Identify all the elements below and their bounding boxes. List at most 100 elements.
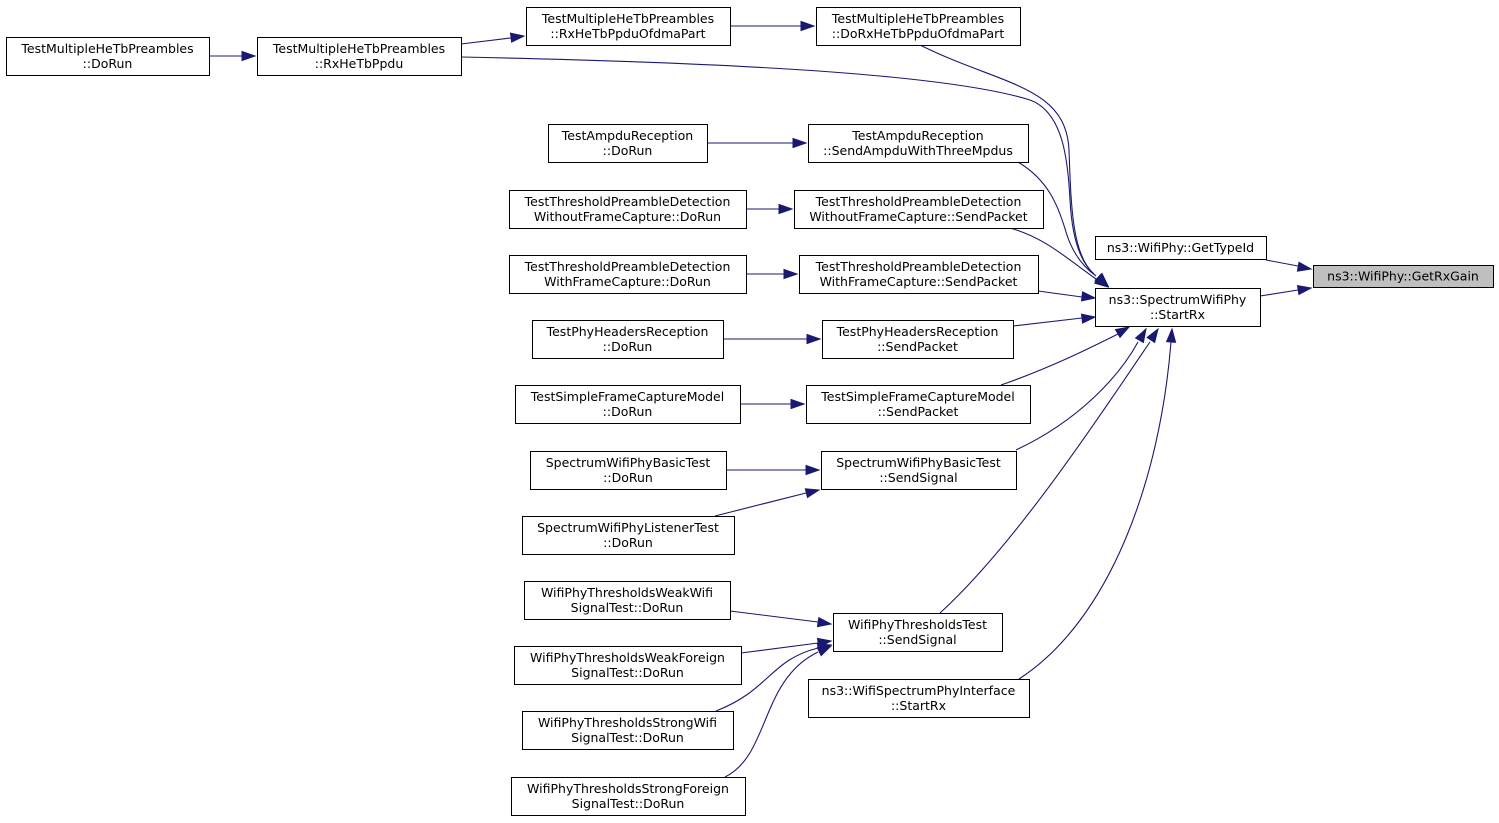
node-label-line: WithoutFrameCapture::SendPacket	[809, 209, 1027, 224]
node-box	[821, 451, 1017, 490]
edge-tpd-wo-dorun-to-tpd-wo-send	[746, 203, 794, 215]
node-label-line: TestAmpduReception	[851, 128, 983, 143]
node-box	[808, 679, 1030, 718]
edge-mh-rxhetbppdu-to-startrx	[460, 56, 1110, 288]
node-mh-dorun[interactable]: TestMultipleHeTbPreambles::DoRun	[6, 37, 210, 76]
node-label-line: ::DoRxHeTbPpduOfdmaPart	[832, 26, 1005, 41]
node-label-line: ::RxHeTbPpduOfdmaPart	[550, 26, 705, 41]
edge-mh-dorxofdma-to-startrx	[919, 44, 1110, 288]
edge-startrx-to-getrxgain	[1259, 284, 1313, 297]
node-label-line: WithoutFrameCapture::DoRun	[534, 209, 721, 224]
edge-line	[1012, 317, 1083, 327]
node-box	[794, 190, 1044, 229]
node-label-line: WifiPhyThresholdsTest	[848, 617, 987, 632]
node-wspi-startrx[interactable]: ns3::WifiSpectrumPhyInterface::StartRx	[808, 679, 1030, 718]
node-swb-send[interactable]: SpectrumWifiPhyBasicTest::SendSignal	[821, 451, 1017, 490]
node-sfc-dorun[interactable]: TestSimpleFrameCaptureModel::DoRun	[515, 385, 741, 424]
edge-line	[1015, 341, 1139, 451]
node-box	[514, 646, 742, 685]
node-box	[6, 37, 210, 76]
node-box	[822, 320, 1014, 359]
node-label-line: ::SendAmpduWithThreeMpdus	[823, 143, 1013, 158]
edge-line	[939, 341, 1151, 614]
node-tpd-wo-dorun[interactable]: TestThresholdPreambleDetectionWithoutFra…	[509, 190, 747, 229]
node-tpd-wo-send[interactable]: TestThresholdPreambleDetectionWithoutFra…	[794, 190, 1044, 229]
arrow-head	[1080, 313, 1097, 324]
node-label-line: ::DoRun	[603, 143, 653, 158]
node-label-line: SignalTest::DoRun	[571, 600, 684, 615]
edge-phr-dorun-to-phr-send	[723, 333, 822, 345]
node-box	[257, 37, 462, 76]
node-label-line: TestMultipleHeTbPreambles	[272, 41, 445, 56]
node-phr-send[interactable]: TestPhyHeadersReception::SendPacket	[822, 320, 1014, 359]
node-startrx[interactable]: ns3::SpectrumWifiPhy::StartRx	[1095, 288, 1261, 327]
node-label-line: SignalTest::DoRun	[571, 665, 684, 680]
node-label-line: WithFrameCapture::SendPacket	[820, 274, 1018, 289]
node-ampdu-send[interactable]: TestAmpduReception::SendAmpduWithThreeMp…	[808, 124, 1029, 163]
arrow-head	[241, 50, 257, 62]
node-wt-weakwifi[interactable]: WifiPhyThresholdsWeakWifiSignalTest::DoR…	[524, 581, 731, 620]
node-tpd-w-send[interactable]: TestThresholdPreambleDetectionWithFrameC…	[799, 255, 1039, 294]
node-mh-rxhetbppdu[interactable]: TestMultipleHeTbPreambles::RxHeTbPpdu	[257, 37, 462, 76]
edge-line	[1000, 333, 1119, 386]
node-label-line: TestThresholdPreambleDetection	[524, 259, 731, 274]
edge-line	[460, 37, 512, 45]
edge-line	[919, 44, 1095, 275]
node-wt-weakforeign[interactable]: WifiPhyThresholdsWeakForeignSignalTest::…	[514, 646, 742, 685]
arrow-head	[790, 398, 806, 410]
edge-tpd-wo-send-to-startrx	[1009, 227, 1110, 288]
edge-mh-dorun-to-mh-rxhetbppdu	[209, 50, 257, 62]
node-box	[522, 516, 735, 555]
edge-mh-rxofdma-to-mh-dorxofdma	[730, 20, 816, 32]
node-tpd-w-dorun[interactable]: TestThresholdPreambleDetectionWithFrameC…	[509, 255, 747, 294]
node-label-line: ::DoRun	[83, 56, 133, 71]
edge-wt-weakwifi-to-wt-send	[729, 610, 833, 628]
edge-line	[1009, 227, 1097, 280]
edge-line	[729, 610, 819, 623]
node-label-line: ns3::WifiSpectrumPhyInterface	[822, 683, 1016, 698]
edge-sfc-dorun-to-sfc-send	[740, 398, 806, 410]
node-box	[511, 777, 746, 816]
node-gettypeid[interactable]: ns3::WifiPhy::GetTypeId	[1095, 236, 1267, 260]
arrow-head	[1165, 327, 1177, 343]
call-edges	[209, 20, 1313, 778]
edge-sfc-send-to-startrx	[1000, 326, 1131, 386]
node-label-line: TestMultipleHeTbPreambles	[541, 11, 714, 26]
node-sfc-send[interactable]: TestSimpleFrameCaptureModel::SendPacket	[806, 385, 1031, 424]
arrow-head	[816, 616, 833, 628]
node-wt-strongwifi[interactable]: WifiPhyThresholdsStrongWifiSignalTest::D…	[522, 711, 734, 750]
node-mh-rxofdma[interactable]: TestMultipleHeTbPreambles::RxHeTbPpduOfd…	[526, 7, 731, 46]
node-label-line: ns3::WifiPhy::GetRxGain	[1327, 269, 1479, 284]
arrow-head	[1080, 291, 1097, 302]
node-ampdu-dorun[interactable]: TestAmpduReception::DoRun	[548, 124, 708, 163]
node-label-line: ::DoRun	[603, 470, 653, 485]
arrow-head	[1296, 284, 1313, 296]
node-label-line: SignalTest::DoRun	[572, 796, 685, 811]
node-swl-dorun[interactable]: SpectrumWifiPhyListenerTest::DoRun	[522, 516, 735, 555]
node-box	[530, 451, 727, 490]
edge-gettypeid-to-getrxgain	[1265, 259, 1313, 272]
node-wt-send[interactable]: WifiPhyThresholdsTest::SendSignal	[833, 613, 1003, 652]
edge-wt-send-to-startrx	[939, 327, 1159, 614]
edge-line	[1265, 259, 1299, 267]
node-label-line: TestMultipleHeTbPreambles	[20, 41, 193, 56]
node-label-line: WithFrameCapture::DoRun	[544, 274, 711, 289]
node-mh-dorxofdma[interactable]: TestMultipleHeTbPreambles::DoRxHeTbPpduO…	[816, 7, 1021, 46]
node-box	[1313, 265, 1494, 288]
node-phr-dorun[interactable]: TestPhyHeadersReception::DoRun	[532, 320, 724, 359]
node-swb-dorun[interactable]: SpectrumWifiPhyBasicTest::DoRun	[530, 451, 727, 490]
node-box	[1095, 288, 1261, 327]
edge-wspi-startrx-to-startrx	[1018, 327, 1177, 680]
node-label-line: TestThresholdPreambleDetection	[815, 194, 1022, 209]
node-label-line: TestThresholdPreambleDetection	[524, 194, 731, 209]
node-label-line: ::SendSignal	[879, 470, 957, 485]
edge-swl-dorun-to-swb-send	[714, 488, 821, 517]
node-label-line: TestMultipleHeTbPreambles	[831, 11, 1004, 26]
node-wt-strongforeign[interactable]: WifiPhyThresholdsStrongForeignSignalTest…	[511, 777, 746, 816]
node-box	[1095, 236, 1267, 260]
node-label-line: WifiPhyThresholdsWeakWifi	[541, 585, 713, 600]
edge-ampdu-dorun-to-ampdu-send	[707, 137, 808, 149]
edge-line	[724, 651, 819, 778]
node-box	[509, 255, 747, 294]
arrow-head	[1134, 327, 1147, 344]
